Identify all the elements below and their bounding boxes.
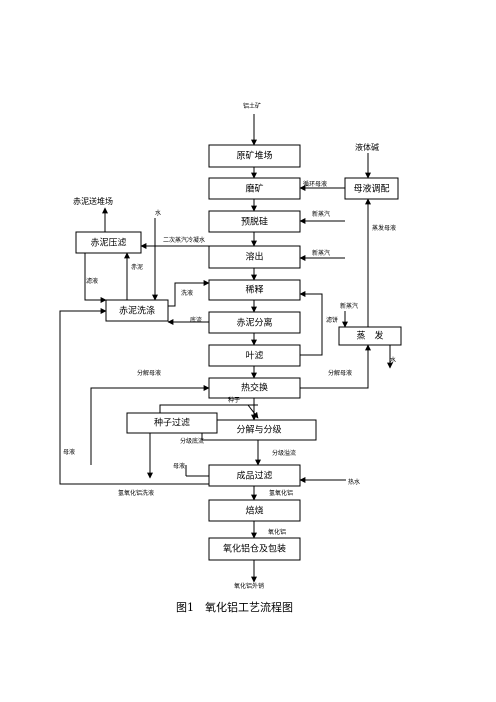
flow-labels: 铝土矿 液体碱 赤泥送堆场 循环母液 新蒸汽 新蒸汽 蒸发母液 水 二次蒸汽冷凝… bbox=[63, 102, 396, 590]
box-calcination: 焙烧 bbox=[208, 499, 301, 522]
label-hydrate-wash: 氢氧化铝洗液 bbox=[118, 489, 154, 497]
label-water-top: 水 bbox=[155, 209, 161, 217]
box-dilution: 稀释 bbox=[208, 279, 301, 301]
label-recycle-liquor: 循环母液 bbox=[303, 180, 327, 188]
box-red-mud-wash: 赤泥洗涤 bbox=[105, 299, 169, 322]
label-spent-liquor-left: 分解母液 bbox=[137, 369, 161, 377]
label-alumina-out: 氧化铝外销 bbox=[234, 582, 264, 590]
red-mud-press-label: 赤泥压滤 bbox=[90, 237, 126, 249]
label-aluminum-hydroxide: 氢氧化铝 bbox=[269, 489, 293, 497]
label-water-right: 水 bbox=[390, 356, 396, 364]
box-digestion: 溶出 bbox=[208, 245, 301, 269]
evaporation-label: 蒸 发 bbox=[356, 330, 383, 342]
label-underflow: 底流 bbox=[190, 316, 202, 324]
label-hot-water: 热水 bbox=[348, 478, 360, 486]
box-red-mud-separation: 赤泥分离 bbox=[208, 311, 301, 334]
label-red-mud-to-yard: 赤泥送堆场 bbox=[73, 196, 113, 206]
label-classifier-overflow: 分级溢流 bbox=[272, 449, 296, 457]
decomposition-label: 分解与分级 bbox=[236, 424, 281, 436]
digestion-label: 溶出 bbox=[245, 251, 263, 263]
label-bauxite: 铝土矿 bbox=[243, 102, 261, 110]
product-filter-label: 成品过滤 bbox=[236, 470, 272, 482]
label-classifier-underflow: 分级底流 bbox=[180, 437, 204, 445]
raw-ore-yard-label: 原矿堆场 bbox=[236, 150, 272, 162]
label-alumina: 氧化铝 bbox=[268, 528, 286, 536]
box-decomposition: 分解与分级 bbox=[201, 419, 317, 441]
box-liquor-adjust: 母液调配 bbox=[344, 177, 399, 200]
box-product-filter: 成品过滤 bbox=[208, 464, 301, 487]
calcination-label: 焙烧 bbox=[245, 505, 263, 517]
label-filtrate-right: 滤饼 bbox=[326, 316, 338, 324]
label-fresh-steam-2: 新蒸汽 bbox=[312, 249, 330, 257]
heat-exchange-label: 热交换 bbox=[241, 382, 268, 394]
box-seed-filter: 种子过滤 bbox=[126, 412, 218, 434]
box-raw-ore-yard: 原矿堆场 bbox=[208, 144, 301, 168]
seed-filter-label: 种子过滤 bbox=[154, 417, 190, 429]
label-mother-liquor: 母液 bbox=[63, 448, 75, 456]
label-liquid-caustic: 液体碱 bbox=[355, 142, 379, 152]
box-packaging: 氧化铝仓及包装 bbox=[208, 537, 301, 561]
dilution-label: 稀释 bbox=[245, 284, 263, 296]
box-heat-exchange: 热交换 bbox=[208, 377, 301, 399]
leaf-filter-label: 叶滤 bbox=[245, 350, 263, 362]
box-leaf-filter: 叶滤 bbox=[208, 344, 301, 367]
red-mud-wash-label: 赤泥洗涤 bbox=[119, 305, 155, 317]
figure-caption: 图1 氧化铝工艺流程图 bbox=[176, 600, 293, 614]
label-secondary-condensate: 二次蒸汽冷凝水 bbox=[163, 236, 205, 244]
packaging-label: 氧化铝仓及包装 bbox=[223, 543, 286, 555]
label-wash-liquor: 洗液 bbox=[181, 289, 193, 297]
label-fresh-steam-3: 新蒸汽 bbox=[340, 302, 358, 310]
label-filtrate-left: 滤液 bbox=[86, 277, 98, 285]
liquor-adjust-label: 母液调配 bbox=[353, 183, 389, 195]
label-fresh-steam-1: 新蒸汽 bbox=[312, 210, 330, 218]
label-red-mud: 赤泥 bbox=[131, 263, 143, 271]
red-mud-separation-label: 赤泥分离 bbox=[236, 317, 272, 329]
label-evap-mother-liquor: 蒸发母液 bbox=[372, 224, 396, 232]
box-evaporation: 蒸 发 bbox=[338, 326, 402, 346]
desilication-label: 预脱硅 bbox=[241, 216, 268, 228]
box-grinding: 磨矿 bbox=[208, 177, 301, 200]
grinding-label: 磨矿 bbox=[245, 183, 263, 195]
box-desilication: 预脱硅 bbox=[208, 210, 301, 233]
label-spent-liquor-right: 分解母液 bbox=[328, 369, 352, 377]
label-filter-liquor: 母液 bbox=[173, 462, 185, 470]
box-red-mud-press: 赤泥压滤 bbox=[75, 231, 142, 254]
label-seed: 种子 bbox=[228, 396, 240, 404]
